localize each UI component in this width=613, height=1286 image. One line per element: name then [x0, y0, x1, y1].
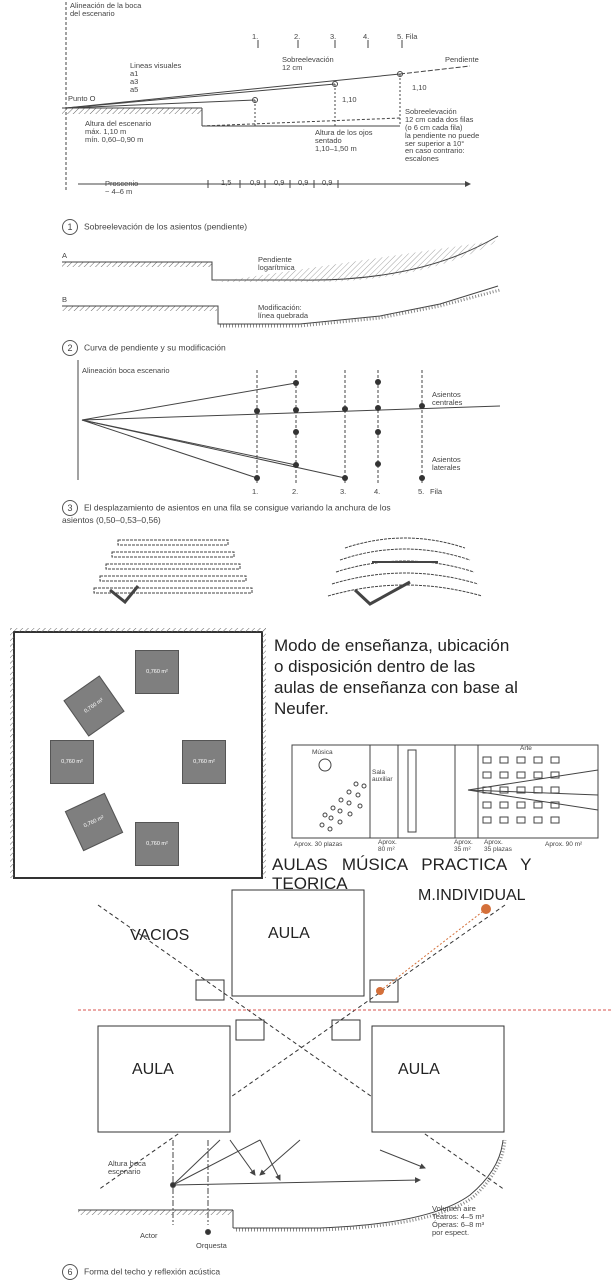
plan-arte-label: Arte — [520, 745, 532, 752]
fig2-caption: 2 Curva de pendiente y su modificación — [62, 340, 226, 356]
aula-top-label: AULA — [268, 925, 310, 942]
teaching-mode-text: Modo de enseñanza, ubicación o disposici… — [274, 636, 518, 719]
fig1-section-drawing — [62, 2, 471, 190]
fig1-dim-0: 1,5 — [221, 178, 232, 187]
fig2-curve-drawing — [62, 235, 501, 328]
plan-aprox35a: Aprox. 35 m² — [454, 839, 473, 853]
fig3-caption-number: 3 — [62, 500, 78, 516]
fig1-row-1: 1. — [252, 32, 259, 41]
fig1-dim-4: 0,9 — [322, 178, 333, 187]
aulas-diagram — [78, 889, 612, 1191]
fig1-caption: 1 Sobreelevación de los asientos (pendien… — [62, 219, 247, 235]
fig1-sobre-note: Sobreelevación 12 cm cada dos filas (o 6… — [405, 107, 480, 164]
fig1-row-4: 4. — [363, 32, 370, 41]
fig3-row-4: 4. — [374, 487, 381, 496]
fig1-row-2: 2. — [294, 32, 301, 41]
fig2-caption-number: 2 — [62, 340, 78, 356]
fig6-caption-text: Forma del techo y reflexión acústica — [84, 1266, 221, 1277]
fig3-row-2: 2. — [292, 487, 299, 496]
plan-aprox90: Aprox. 90 m² — [545, 841, 583, 848]
seat-rows-curved — [327, 537, 483, 606]
plan-aprox35b: Aprox. 35 plazas — [484, 839, 512, 853]
aula-right-label: AULA — [398, 1061, 440, 1078]
fig1-alineacion-label: Alineación de la boca del escenario — [70, 1, 142, 18]
fig3-row-3: 3. — [340, 487, 347, 496]
fig1-ojos-label: Altura de los ojos sentado 1,10–1,50 m — [315, 128, 373, 153]
fig3-plan-drawing — [77, 360, 501, 485]
fig6-actor-label: Actor — [140, 1231, 158, 1240]
fig6-ceiling-drawing — [78, 1139, 507, 1235]
fig1-altura-label: Altura del escenario máx. 1,10 m mín. 0,… — [85, 119, 152, 144]
plan-musica-label: Música — [312, 749, 333, 756]
area-box-right: 0,760 m² — [182, 740, 226, 784]
area-box-top: 0,760 m² — [135, 650, 179, 694]
area-box-left: 0,760 m² — [50, 740, 94, 784]
m-individual-label: M.INDIVIDUAL — [418, 887, 526, 904]
seat-rows-straight — [93, 539, 253, 605]
fig2-label-b: B — [62, 295, 68, 304]
fig1-h110b: 1,10 — [412, 83, 427, 92]
fig1-dim-2: 0,9 — [274, 178, 285, 187]
fig2-caption-text: Curva de pendiente y su modificación — [84, 342, 226, 353]
vacios-label: VACIOS — [130, 927, 190, 944]
fig1-dim-3: 0,9 — [298, 178, 309, 187]
room-plan — [10, 628, 266, 879]
fig1-h110a: 1,10 — [342, 95, 357, 104]
plan-aprox80: Aprox. 80 m² — [378, 839, 397, 853]
fig1-row-5: 5. Fila — [397, 32, 418, 41]
fig6-orquesta-label: Orquesta — [196, 1241, 227, 1250]
fig3-caption-text: El desplazamiento de asientos en una fil… — [62, 502, 391, 525]
fig1-sobre-label: Sobreelevación 12 cm — [282, 55, 334, 72]
aula-left-label: AULA — [132, 1061, 174, 1078]
fig2-pendiente-log: Pendiente logarítmica — [258, 255, 295, 272]
plan-aprox30: Aprox. 30 plazas — [294, 841, 343, 848]
fig1-lineas-label: Lineas visuales a1 a3 a5 — [130, 61, 182, 94]
fig3-row-5: 5. — [418, 487, 425, 496]
fig3-laterales-label: Asientos laterales — [432, 455, 461, 472]
fig6-volumen-label: Volumen aire Teatros: 4–5 m³ Óperas: 6–8… — [432, 1204, 485, 1237]
fig1-proscenio-label: Proscenio ~ 4–6 m — [105, 179, 139, 196]
fig1-puntoO-label: Punto O — [68, 94, 96, 103]
fig6-altura-label: Altura boca escenario — [108, 1159, 146, 1176]
fig3-alineacion-label: Alineación boca escenario — [82, 366, 170, 375]
fig1-dim-1: 0,9 — [250, 178, 261, 187]
fig3-row-1: 1. — [252, 487, 259, 496]
fig2-label-a: A — [62, 251, 68, 260]
fig2-modificacion: Modificación: línea quebrada — [258, 303, 309, 320]
fig6-caption: 6 Forma del techo y reflexión acústica — [62, 1264, 220, 1280]
fig1-pendiente-label: Pendiente — [445, 55, 479, 64]
music-art-plan — [291, 744, 599, 839]
fig6-caption-number: 6 — [62, 1264, 78, 1280]
fig1-caption-text: Sobreelevación de los asientos (pendient… — [84, 221, 248, 232]
fig3-row-fila: Fila — [430, 487, 443, 496]
area-box-bottom: 0,760 m² — [135, 822, 179, 866]
plan-sala-label: Sala auxiliar — [372, 769, 393, 783]
fig1-row-3: 3. — [330, 32, 337, 41]
fig1-caption-number: 1 — [62, 219, 78, 235]
fig3-centrales-label: Asientos centrales — [432, 390, 463, 407]
aulas-title: AULAS MÚSICA PRACTICA Y TEORICA — [272, 855, 532, 893]
